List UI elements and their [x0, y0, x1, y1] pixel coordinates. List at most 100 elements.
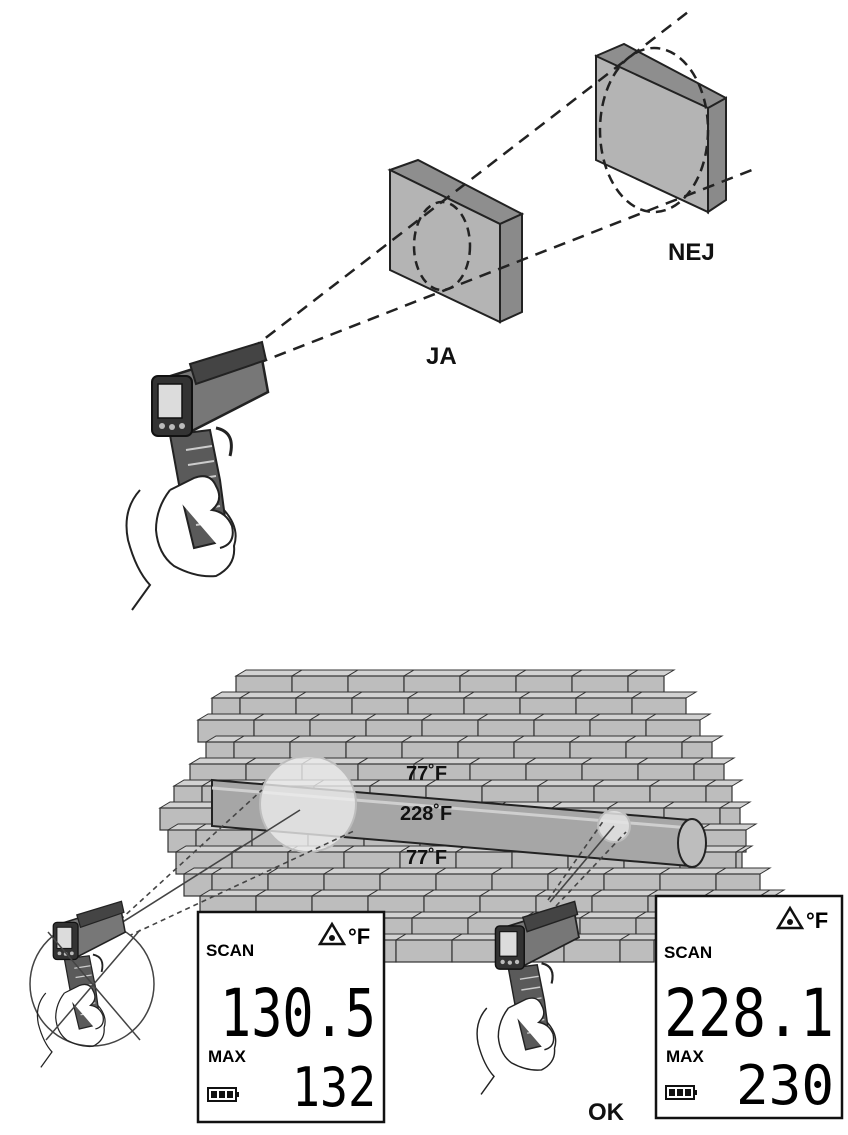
brick-top: [478, 889, 548, 897]
brick: [563, 939, 621, 963]
brick-top: [232, 735, 302, 743]
brick-top: [254, 889, 324, 897]
brick-top: [662, 801, 732, 809]
sight-lines-right: [547, 819, 627, 907]
brick-top: [636, 757, 706, 765]
brick-top: [592, 779, 662, 787]
brick-top: [624, 735, 694, 743]
brick-top: [698, 823, 758, 831]
brick-top: [310, 889, 380, 897]
max-value: 230: [736, 1054, 834, 1117]
brick-top: [644, 713, 712, 721]
brick-top: [420, 713, 490, 721]
measurement-spot-large: [259, 755, 357, 853]
brick-top: [346, 669, 416, 677]
brick-top: [476, 713, 546, 721]
field-of-view-lines: [249, 11, 753, 366]
top-scene: NEJ JA: [125, 11, 753, 612]
unit-label: °F: [348, 924, 370, 949]
brick-top: [402, 669, 472, 677]
brick-top: [422, 889, 492, 897]
sight-lines-left: [109, 789, 357, 941]
brick-top: [532, 713, 602, 721]
brick-top: [490, 867, 560, 875]
max-value: 132: [292, 1056, 376, 1119]
brick-top: [342, 845, 412, 853]
temp-middle: 228˚F: [400, 802, 452, 825]
temp-upper: 77˚F: [406, 762, 447, 785]
brick-top: [266, 867, 336, 875]
label-near: JA: [426, 343, 457, 370]
brick-top: [350, 691, 420, 699]
brick-top: [518, 691, 588, 699]
brick-top: [294, 691, 364, 699]
brick-top: [308, 713, 378, 721]
unit-label: °F: [806, 908, 828, 933]
label-ok: OK: [588, 1099, 625, 1126]
brick-top: [322, 867, 392, 875]
brick-top: [514, 669, 584, 677]
brick-top: [238, 691, 308, 699]
brick-top: [366, 889, 436, 897]
brick-top: [658, 867, 728, 875]
brick-top: [570, 669, 640, 677]
incorrect-measurement: [29, 900, 155, 1069]
brick: [395, 939, 453, 963]
lcd-display-left: °F SCAN 130.5 MAX 132: [196, 910, 386, 1124]
brick-top: [462, 691, 532, 699]
brick-top: [234, 669, 304, 677]
main-reading: 228.1: [664, 975, 834, 1052]
brick-top: [606, 801, 676, 809]
max-label: MAX: [208, 1047, 246, 1066]
main-reading: 130.5: [220, 975, 376, 1052]
brick-top: [394, 933, 464, 941]
brick-top: [344, 735, 414, 743]
brick-top: [630, 691, 698, 699]
brick-top: [196, 713, 266, 721]
mode-label: SCAN: [664, 943, 712, 962]
brick-top: [252, 713, 322, 721]
temp-lower: 77˚F: [406, 846, 447, 869]
brick-top: [288, 735, 358, 743]
brick-top: [578, 911, 648, 919]
brick-top: [480, 779, 550, 787]
brick-top: [188, 757, 258, 765]
laser-warning-icon: [317, 921, 347, 946]
brick-top: [602, 867, 672, 875]
bottom-scene: 77˚F 228˚F 77˚F OK: [29, 669, 844, 1126]
label-far: NEJ: [668, 239, 715, 266]
brick-top: [524, 757, 594, 765]
brick-top: [580, 757, 650, 765]
brick-top: [574, 691, 644, 699]
laser-warning-icon: [775, 905, 805, 930]
brick-top: [536, 779, 606, 787]
lcd-display-right: °F SCAN 228.1 MAX 230: [654, 894, 844, 1120]
brick-top: [410, 911, 480, 919]
max-label: MAX: [666, 1047, 704, 1066]
brick-top: [512, 735, 582, 743]
thermometer-gun-icon: [125, 340, 270, 612]
brick-top: [364, 713, 434, 721]
brick-top: [456, 735, 526, 743]
brick-top: [458, 669, 528, 677]
brick-top: [468, 757, 538, 765]
brick-top: [714, 867, 772, 875]
brick-top: [400, 735, 470, 743]
brick-top: [568, 735, 638, 743]
battery-icon: [665, 1085, 697, 1100]
battery-icon: [207, 1087, 239, 1102]
brick-top: [588, 713, 658, 721]
brick-top: [550, 801, 620, 809]
brick-top: [406, 691, 476, 699]
brick-top: [546, 867, 616, 875]
brick-top: [290, 669, 360, 677]
brick-top: [198, 889, 268, 897]
target-block-far: [594, 42, 728, 215]
brick-top: [174, 845, 244, 853]
brick-top: [590, 889, 660, 897]
mode-label: SCAN: [206, 941, 254, 960]
brick: [619, 939, 655, 963]
brick-top: [648, 779, 718, 787]
target-block-near: [387, 158, 525, 324]
